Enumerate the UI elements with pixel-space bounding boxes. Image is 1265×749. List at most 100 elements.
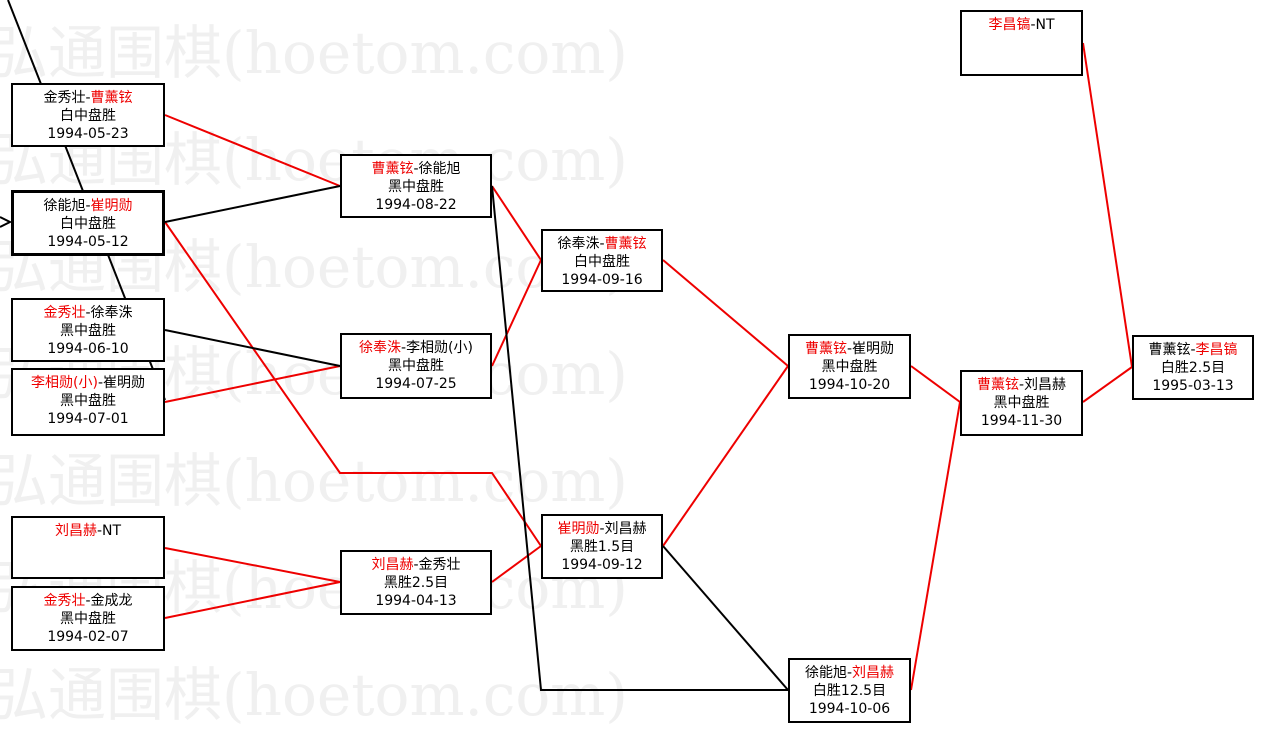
- player-2: 崔明勋: [852, 341, 895, 357]
- player-2: 崔明勋: [90, 198, 133, 214]
- game-date: 1994-10-20: [808, 377, 891, 393]
- players: 曹薰铉-崔明勋: [804, 341, 895, 357]
- player-1: 曹薰铉: [804, 341, 847, 357]
- game-result: 白胜2.5目: [1160, 360, 1226, 376]
- bracket-line: [662, 545, 789, 691]
- game-result: 黑中盘胜: [60, 611, 116, 627]
- player-1: 李相勋(小): [31, 375, 98, 391]
- game-box[interactable]: 徐奉洙-曹薰铉 白中盘胜 1994-09-16: [541, 229, 663, 292]
- players: 金秀壮-金成龙: [43, 593, 133, 609]
- game-date: 1994-08-22: [375, 197, 457, 213]
- players: 徐能旭-刘昌赫: [804, 665, 895, 681]
- bracket-line: [164, 329, 341, 367]
- game-box[interactable]: 金秀壮-曹薰铉 白中盘胜 1994-05-23: [11, 83, 165, 147]
- player-1: 金秀壮: [43, 593, 86, 609]
- game-date: 1995-03-13: [1152, 378, 1234, 394]
- game-box[interactable]: 曹薰铉-李昌镐 白胜2.5目 1995-03-13: [1132, 335, 1254, 400]
- player-1: 曹薰铉: [976, 377, 1019, 393]
- game-date: 1994-09-12: [561, 557, 643, 573]
- bracket-line: [164, 581, 341, 619]
- game-box[interactable]: 李昌镐-NT: [960, 10, 1083, 76]
- player-1: 曹薰铉: [1148, 342, 1191, 358]
- game-result: 黑胜1.5目: [569, 539, 635, 555]
- player-1: 金秀壮: [43, 305, 86, 321]
- players: 李相勋(小)-崔明勋: [31, 375, 145, 391]
- bracket-line: [1082, 366, 1133, 403]
- player-1: 徐能旭: [804, 665, 847, 681]
- bracket-line: [491, 545, 542, 583]
- bracket-line: [910, 401, 961, 691]
- player-2: 曹薰铉: [604, 236, 647, 252]
- game-date: 1994-06-10: [47, 341, 129, 357]
- game-box[interactable]: 曹薰铉-刘昌赫 黑中盘胜 1994-11-30: [960, 370, 1083, 436]
- game-date: 1994-07-25: [375, 376, 457, 392]
- game-box[interactable]: 徐奉洙-李相勋(小) 黑中盘胜 1994-07-25: [340, 333, 492, 399]
- players: 曹薰铉-徐能旭: [371, 161, 461, 177]
- player-2: 徐能旭: [418, 161, 461, 177]
- game-box[interactable]: 曹薰铉-崔明勋 黑中盘胜 1994-10-20: [788, 334, 911, 399]
- player-2: 金成龙: [90, 593, 133, 609]
- players: 李昌镐-NT: [988, 17, 1055, 33]
- player-2: 刘昌赫: [852, 665, 895, 681]
- players: 曹薰铉-刘昌赫: [976, 377, 1067, 393]
- player-2: 刘昌赫: [604, 521, 647, 537]
- player-1: 金秀壮: [43, 90, 86, 106]
- player-2: 李相勋(小): [406, 340, 473, 356]
- game-box[interactable]: 崔明勋-刘昌赫 黑胜1.5目 1994-09-12: [541, 514, 663, 579]
- players: 徐奉洙-曹薰铉: [557, 236, 647, 252]
- game-date: 1994-09-16: [561, 272, 643, 288]
- player-2: NT: [1035, 17, 1055, 33]
- player-2: NT: [102, 523, 122, 539]
- game-date: 1994-10-06: [808, 701, 891, 717]
- players: 徐奉洙-李相勋(小): [359, 340, 473, 356]
- game-box[interactable]: 徐能旭-刘昌赫 白胜12.5目 1994-10-06: [788, 658, 911, 723]
- player-2: 金秀壮: [418, 557, 461, 573]
- bracket-line: [164, 547, 341, 583]
- bracket-line: [662, 259, 789, 367]
- game-box[interactable]: 金秀壮-徐奉洙 黑中盘胜 1994-06-10: [11, 298, 165, 362]
- game-result: 黑中盘胜: [388, 358, 444, 374]
- player-1: 徐能旭: [43, 198, 86, 214]
- bracket-line: [662, 365, 789, 547]
- game-result: 黑中盘胜: [60, 323, 116, 339]
- bracket-line: [1082, 42, 1133, 368]
- bracket-line: [491, 185, 542, 261]
- game-result: 黑中盘胜: [993, 395, 1050, 411]
- player-1: 李昌镐: [988, 17, 1031, 33]
- game-box[interactable]: 曹薰铉-徐能旭 黑中盘胜 1994-08-22: [340, 154, 492, 218]
- game-result: 白中盘胜: [574, 254, 630, 270]
- player-1: 曹薰铉: [371, 161, 414, 177]
- game-date: 1994-11-30: [980, 413, 1063, 429]
- game-result: 白中盘胜: [60, 108, 116, 124]
- bracket-line: [910, 365, 961, 403]
- game-box[interactable]: 刘昌赫-金秀壮 黑胜2.5目 1994-04-13: [340, 550, 492, 615]
- game-box[interactable]: 金秀壮-金成龙 黑中盘胜 1994-02-07: [11, 586, 165, 651]
- player-2: 崔明勋: [103, 375, 145, 391]
- game-date: 1994-07-01: [47, 411, 129, 427]
- game-date: 1994-04-13: [375, 593, 457, 609]
- game-result: 黑中盘胜: [388, 179, 444, 195]
- game-box[interactable]: 李相勋(小)-崔明勋 黑中盘胜 1994-07-01: [11, 368, 165, 436]
- game-date: 1994-02-07: [47, 629, 129, 645]
- players: 金秀壮-徐奉洙: [43, 305, 133, 321]
- players: 刘昌赫-NT: [54, 523, 122, 539]
- bracket-line: [164, 365, 341, 403]
- game-result: 黑胜2.5目: [383, 575, 449, 591]
- player-1: 崔明勋: [557, 521, 600, 537]
- players: 崔明勋-刘昌赫: [557, 521, 647, 537]
- game-result: 白胜12.5目: [812, 683, 887, 699]
- players: 刘昌赫-金秀壮: [371, 557, 461, 573]
- player-1: 刘昌赫: [371, 557, 414, 573]
- arrow-icon: [0, 216, 13, 228]
- game-result: 黑中盘胜: [60, 393, 116, 409]
- bracket-line: [164, 114, 341, 187]
- bracket-line: [491, 259, 542, 367]
- game-box[interactable]: 刘昌赫-NT: [11, 516, 165, 579]
- players: 金秀壮-曹薰铉: [43, 90, 133, 106]
- bracket-lines: [0, 0, 1133, 691]
- player-2: 曹薰铉: [90, 90, 133, 106]
- game-box[interactable]: 徐能旭-崔明勋 白中盘胜 1994-05-12: [11, 190, 165, 256]
- game-date: 1994-05-12: [47, 234, 129, 250]
- player-2: 徐奉洙: [90, 305, 133, 321]
- player-2: 李昌镐: [1195, 342, 1238, 358]
